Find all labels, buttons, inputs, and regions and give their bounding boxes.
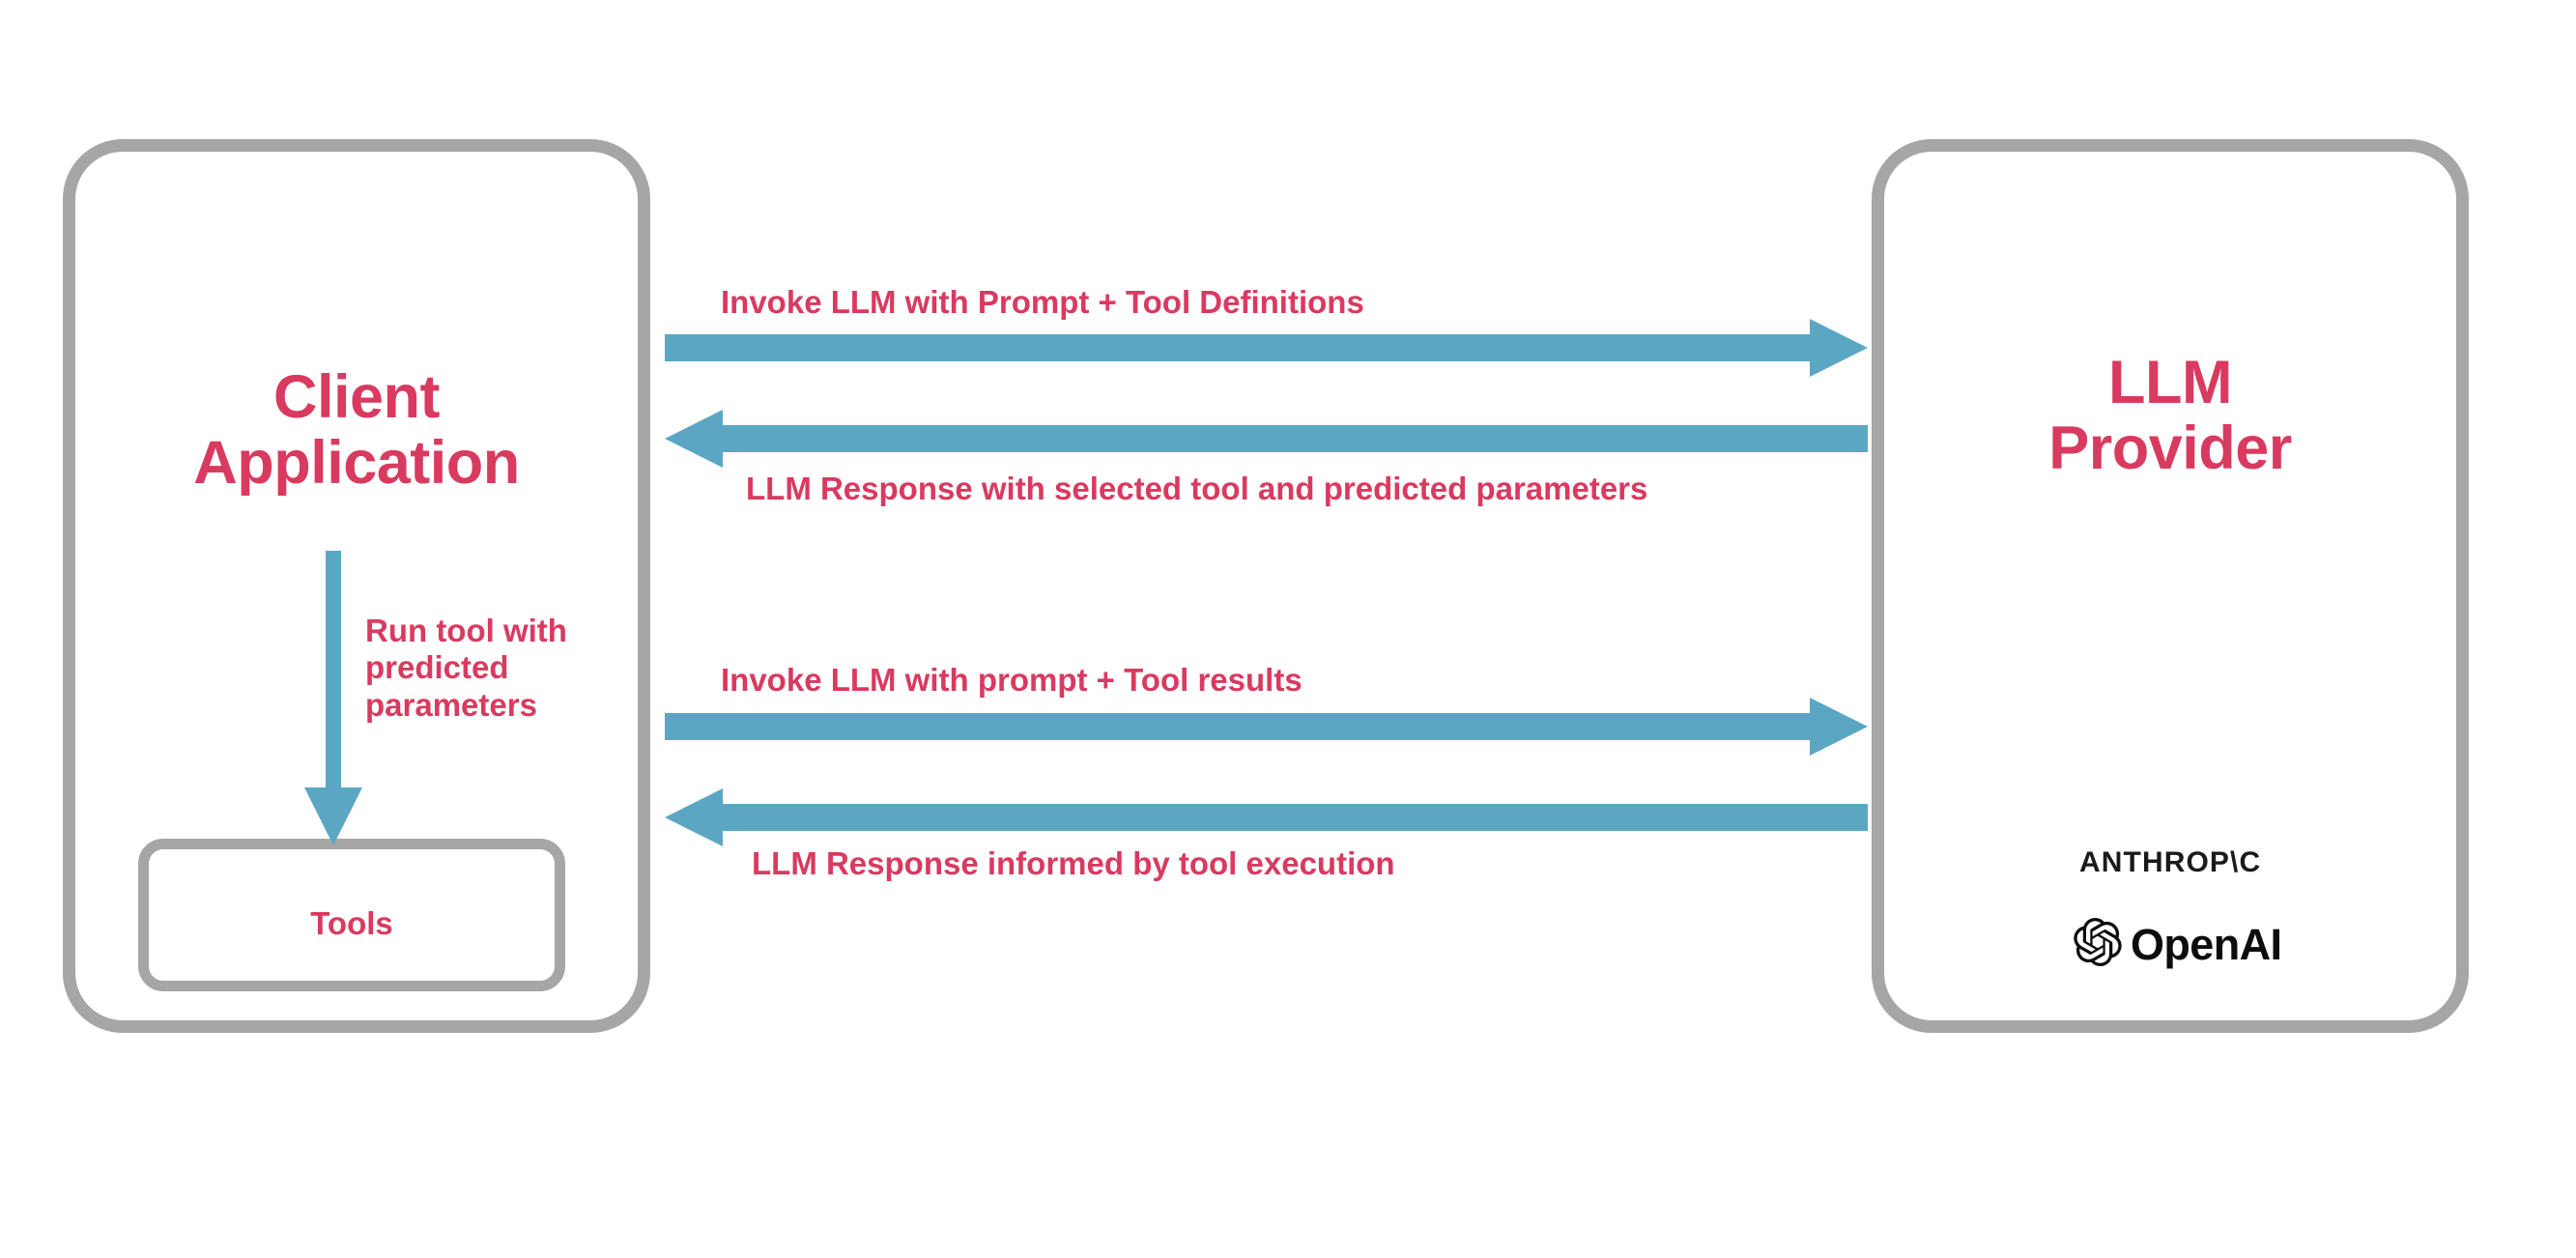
flow-internal-label: Run tool with predicted parameters xyxy=(365,613,567,723)
llm-provider-title: LLM Provider xyxy=(1884,350,2456,481)
flow-2-label: LLM Response with selected tool and pred… xyxy=(746,471,1648,506)
provider-title-line-2: Provider xyxy=(2048,415,2292,483)
llm-provider-box: LLM Provider xyxy=(1872,139,2469,1033)
client-application-box: Client Application xyxy=(63,139,650,1033)
anthropic-logo: ANTHROP\C xyxy=(2079,846,2262,878)
flow-4-arrow-left xyxy=(665,788,1868,846)
tools-label: Tools xyxy=(310,905,393,941)
flow-3-arrow-right xyxy=(665,698,1868,756)
tools-box: Tools xyxy=(138,839,565,991)
flow-4-label: LLM Response informed by tool execution xyxy=(752,845,1395,881)
client-title-line-1: Client xyxy=(272,363,441,431)
openai-wordmark: OpenAI xyxy=(2131,919,2282,969)
client-title-line-2: Application xyxy=(193,429,520,498)
client-application-title: Client Application xyxy=(75,364,638,496)
flow-1-arrow-right xyxy=(665,319,1868,377)
flow-3-label: Invoke LLM with prompt + Tool results xyxy=(721,662,1302,698)
flow-2-arrow-left xyxy=(665,410,1868,468)
provider-title-line-1: LLM xyxy=(2108,349,2232,416)
flow-internal-arrow-down xyxy=(304,551,362,845)
openai-mark-icon xyxy=(2074,918,2122,971)
flow-1-label: Invoke LLM with Prompt + Tool Definition… xyxy=(721,284,1364,320)
openai-logo: OpenAI xyxy=(2074,918,2282,971)
